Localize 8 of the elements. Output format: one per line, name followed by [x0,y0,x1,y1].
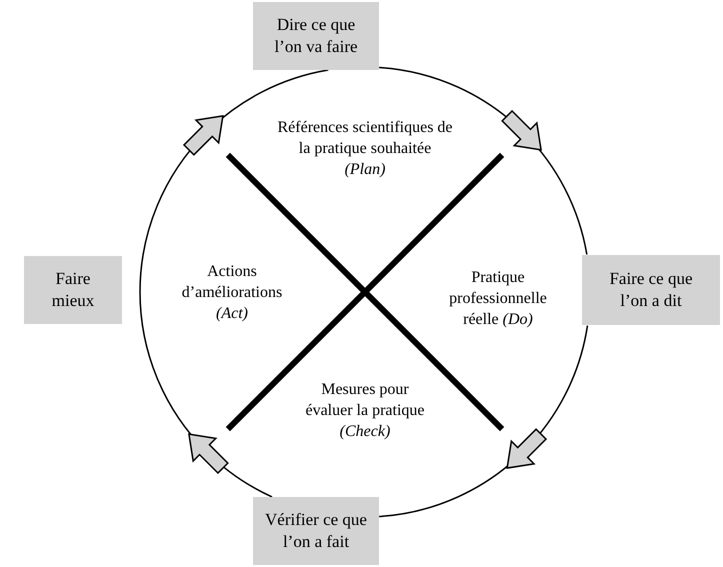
step-box: Vérifier ce que l’on a fait [253,497,379,565]
quadrant-label: Actions d’améliorations (Act) [180,262,284,324]
quadrant-label: Pratique professionnelle réelle (Do) [448,268,548,330]
step-box: Faire ce que l’on a dit [582,255,720,325]
step-box: Faire mieux [24,256,122,324]
step-box: Dire ce que l’on va faire [253,2,379,70]
quadrant-label: Références scientifiques de la pratique souhaitée (Plan) [276,118,454,180]
quadrant-label: Mesures pour évaluer la pratique (Check) [304,380,426,442]
